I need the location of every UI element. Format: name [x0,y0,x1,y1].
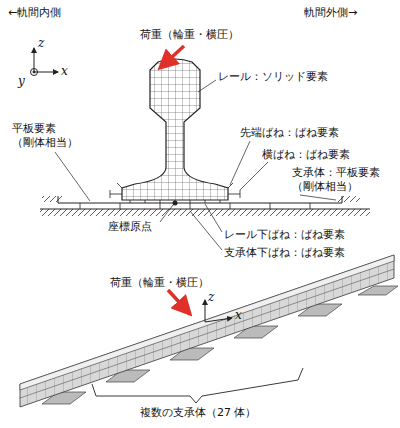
part-label: 複数の支承体（27 体） [140,406,257,420]
part-label: 平板要素 （剛体相当） [12,122,84,150]
part-label: 支承体：平板要素 （剛体相当） [292,166,388,194]
part-label: レール下ばね：ばね要素 [224,228,345,242]
axis-label: z [38,36,44,51]
side-label: ←軌間内側 [8,6,61,20]
load-label: 荷重（輪重・横圧） [140,28,239,42]
part-label: 横ばね：ばね要素 [262,148,350,162]
rail-3d [20,255,394,407]
part-label: 先端ばね：ばね要素 [240,126,339,140]
part-label: 座標原点 [108,220,152,234]
ground [40,209,370,216]
bracket [92,368,303,403]
load-arrow-3d [168,290,190,314]
axis-label: z [208,290,214,305]
leader-lines [55,80,336,250]
side-label: 軌間外側→ [304,6,357,20]
axis-label: y [18,74,25,89]
load-label: 荷重（輪重・横圧） [110,276,209,290]
rail-section [122,59,228,200]
axis-label: x [235,308,242,323]
origin-dot [173,201,178,206]
load-arrow [160,46,184,68]
part-label: レール：ソリッド要素 [218,70,328,84]
axes [31,48,59,76]
part-label: 支承体下ばね：ばね要素 [224,246,345,260]
axis-label: x [61,64,68,79]
supports-3d [42,286,398,404]
